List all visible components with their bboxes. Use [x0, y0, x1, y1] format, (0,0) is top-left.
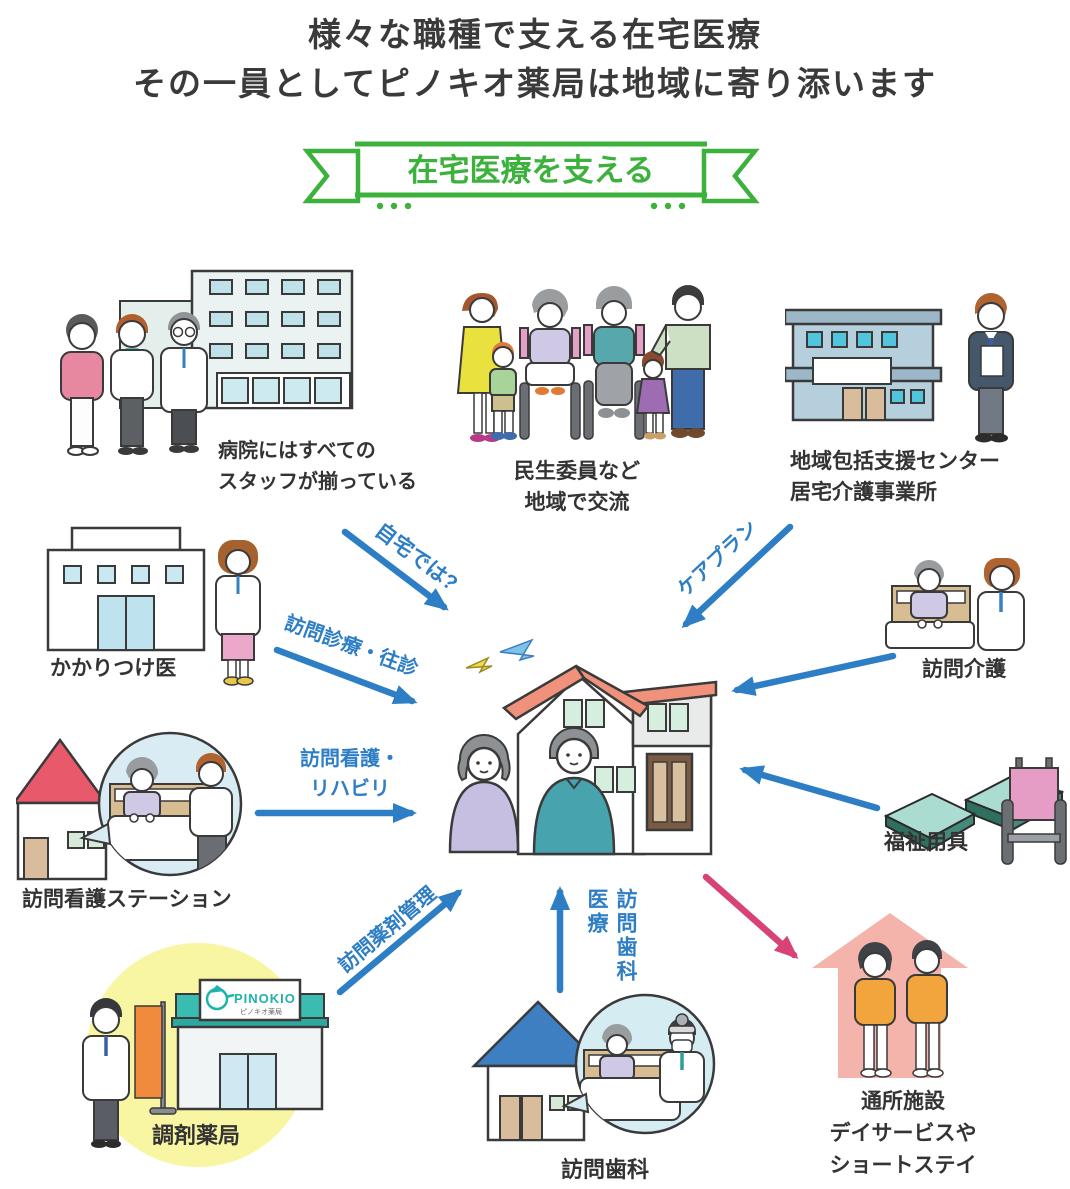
arrow-label-pharmacy-mgmt: 訪問薬剤管理 — [334, 882, 441, 977]
title-line2: その一員としてピノキオ薬局は地域に寄り添います — [132, 65, 938, 102]
community-group-illustration — [456, 285, 711, 442]
support-center-label: 地域包括支援センター 居宅介護事業所 — [790, 450, 1000, 504]
home-patient-house-illustration — [448, 664, 718, 856]
home-nursing-illustration — [16, 731, 243, 881]
title-line1: 様々な職種で支える在宅医療 — [307, 16, 763, 53]
day-service-illustration — [812, 913, 968, 1078]
dental-label: 訪問歯科 — [560, 1157, 650, 1182]
pharmacy-sign-brand: PINOKIO — [234, 991, 296, 1006]
day-service-label: 通所施設 デイサービスや ショートステイ — [829, 1090, 977, 1177]
banner-ribbon: 在宅医療を支える — [302, 141, 760, 210]
arrow-label-dental-visit: 訪問歯科 医療 — [585, 888, 637, 984]
arrow-house-to-dayservice — [702, 873, 799, 959]
arrow-welfare-to-house — [739, 765, 881, 812]
pharmacy-label: 調剤薬局 — [152, 1123, 241, 1148]
ribbon-left-tail — [302, 148, 361, 204]
arrow-label-home-question: 自宅では? — [370, 518, 462, 596]
page-title: 様々な職種で支える在宅医療 その一員としてピノキオ薬局は地域に寄り添います — [133, 10, 937, 108]
home-care-illustration — [885, 558, 1025, 651]
dental-illustration — [470, 993, 716, 1142]
arrow-homecare-to-house — [731, 652, 897, 696]
pharmacy-illustration: PINOKIO ピノキオ薬局 — [82, 943, 329, 1167]
family-doctor-illustration — [46, 526, 261, 686]
welfare-equipment-label: 福祉用具 — [884, 831, 968, 854]
arrow-label-visit-care: 訪問診療・往診 — [281, 612, 421, 681]
arrow-label-care-plan: ケアプラン — [673, 516, 762, 601]
pharmacy-sign-sub: ピノキオ薬局 — [240, 1007, 282, 1016]
banner-text: 在宅医療を支える — [407, 153, 654, 188]
arrow-label-nursing: 訪問看護・ リハビリ — [300, 748, 400, 800]
hospital-label: 病院にはすべての スタッフが揃っている — [218, 440, 417, 493]
welfare-equipment-illustration — [883, 757, 1067, 865]
birds-icon — [465, 638, 535, 674]
family-doctor-label: かかりつけ医 — [50, 657, 177, 680]
hospital-illustration — [60, 269, 354, 456]
support-center-illustration — [785, 292, 1014, 443]
ribbon-right-tail — [701, 148, 760, 204]
home-nursing-label: 訪問看護ステーション — [22, 888, 232, 911]
community-label: 民生委員など 地域で交流 — [514, 460, 640, 514]
home-care-label: 訪問介護 — [922, 658, 1006, 681]
